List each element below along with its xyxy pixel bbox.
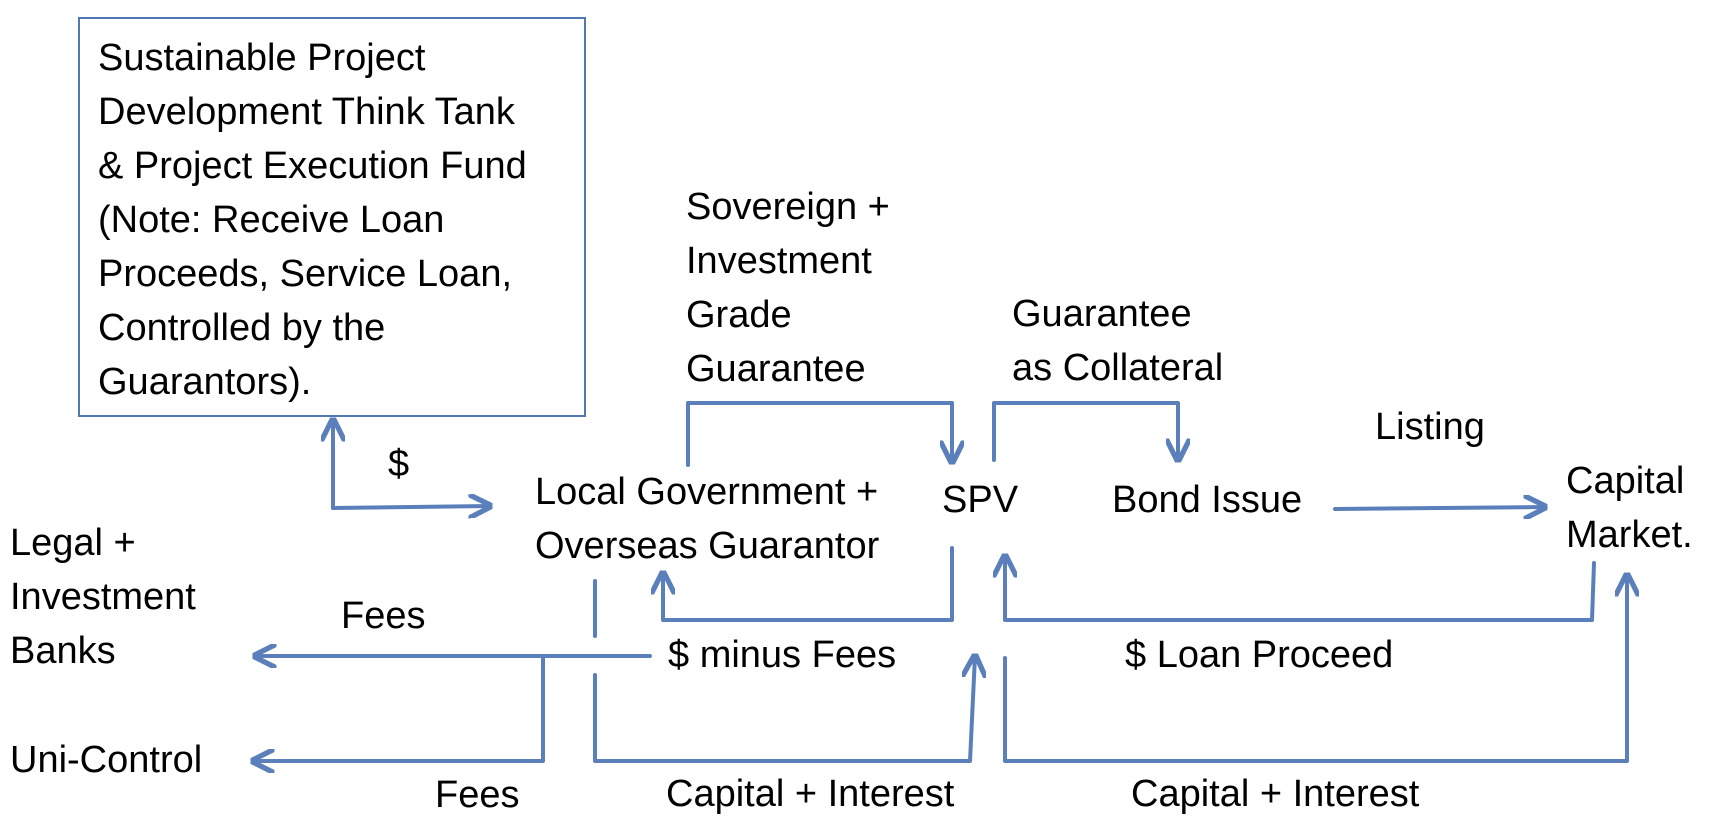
arrow-dollar-to-local-government xyxy=(331,506,490,508)
think-tank-box: Sustainable Project Development Think Ta… xyxy=(78,17,586,417)
arrow-capital-interest-to-spv xyxy=(593,656,975,763)
arrow-listing xyxy=(1333,507,1545,509)
node-uni-control: Uni-Control xyxy=(10,739,203,781)
label-fees-bottom: Fees xyxy=(435,774,520,816)
label-sovereign-guarantee: Sovereign + Investment Grade Guarantee xyxy=(686,186,890,390)
arrow-capital-interest-to-market xyxy=(1003,575,1627,763)
node-capital-market: Capital Market. xyxy=(1566,460,1693,556)
node-bond-issue: Bond Issue xyxy=(1112,479,1303,521)
label-capital-interest-right: Capital + Interest xyxy=(1131,773,1420,815)
arrow-loan-proceed xyxy=(1005,556,1596,622)
node-legal-investment-banks: Legal + Investment Banks xyxy=(10,522,196,672)
label-capital-interest-left: Capital + Interest xyxy=(666,773,955,815)
label-fees-top: Fees xyxy=(341,595,426,637)
label-loan-proceed: $ Loan Proceed xyxy=(1125,634,1394,676)
node-spv: SPV xyxy=(942,479,1019,521)
label-dollar: $ xyxy=(388,443,410,485)
label-guarantee-collateral: Guarantee as Collateral xyxy=(1012,293,1224,389)
label-listing: Listing xyxy=(1375,406,1485,448)
label-dollar-minus-fees: $ minus Fees xyxy=(668,634,897,676)
arrow-fees-to-uni-control xyxy=(253,654,545,761)
think-tank-text: Sustainable Project Development Think Ta… xyxy=(98,37,527,403)
node-local-government: Local Government + Overseas Guarantor xyxy=(535,471,880,567)
arrow-dollar-minus-fees xyxy=(663,546,954,622)
arrow-guarantee-to-spv xyxy=(686,401,952,467)
arrow-collateral-to-bond xyxy=(992,401,1178,460)
